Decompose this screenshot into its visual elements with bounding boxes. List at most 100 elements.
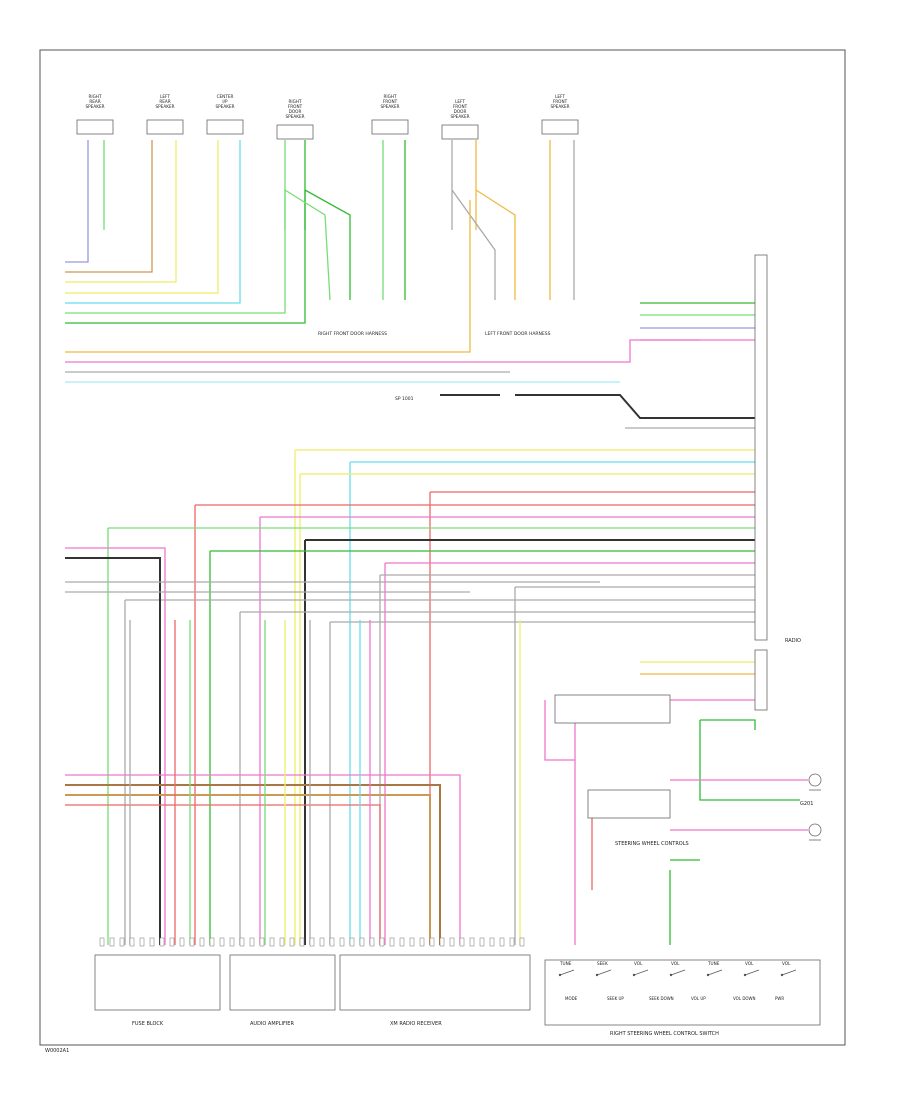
- terminal-pin: [459, 937, 465, 947]
- switch-label: SEEK: [597, 961, 608, 966]
- radio-label: RADIO: [785, 638, 801, 644]
- terminal-pin: [349, 937, 355, 947]
- terminal-pin: [429, 937, 435, 947]
- switch-function-label: VOL DOWN: [733, 996, 756, 1001]
- switch-label: VOL: [634, 961, 643, 966]
- steering-control-module: [554, 694, 671, 724]
- terminal-pin: [469, 937, 475, 947]
- steering-switch-1: SEEK: [595, 961, 612, 977]
- wire-light-blue: [65, 230, 241, 304]
- terminal-pin: [439, 937, 445, 947]
- ground-label: G201: [800, 801, 813, 807]
- terminal-pin: [159, 937, 165, 947]
- terminal-pin: [169, 937, 175, 947]
- terminal-pin: [239, 937, 245, 947]
- terminal-pin: [129, 937, 135, 947]
- switch-contact: [707, 969, 723, 976]
- terminal-pin: [259, 937, 265, 947]
- terminal-pin: [269, 937, 275, 947]
- terminal-pin: [389, 937, 395, 947]
- speaker-label-line: REAR: [159, 99, 170, 104]
- terminal-pin: [179, 937, 185, 947]
- terminal-pin: [369, 937, 375, 947]
- switch-pivot: [558, 973, 562, 977]
- terminal-pin: [479, 937, 485, 947]
- terminal-pin: [399, 937, 405, 947]
- terminal-pin: [299, 937, 305, 947]
- switch-contact: [559, 969, 575, 976]
- switch-pivot: [780, 973, 784, 977]
- speaker-label-line: I/P: [222, 99, 228, 104]
- switch-label: TUNE: [559, 961, 572, 966]
- terminal-pin: [229, 937, 235, 947]
- wire-bus-brown: [65, 784, 441, 945]
- wire-bus-pink: [65, 774, 461, 945]
- wire-left-black: [65, 557, 161, 945]
- speaker-label-line: CENTER: [217, 94, 234, 99]
- speaker-label-line: LEFT: [555, 94, 565, 99]
- terminal-pin: [189, 937, 195, 947]
- terminal-pin: [489, 937, 495, 947]
- terminal-pin: [209, 937, 215, 947]
- switch-label: TUNE: [707, 961, 720, 966]
- steering-switch-4: TUNE: [706, 961, 723, 977]
- xm-receiver-box: [339, 954, 531, 1011]
- speaker-label-line: FRONT: [383, 99, 398, 104]
- speaker-label-line: SPEAKER: [286, 114, 305, 119]
- speaker-label-line: FRONT: [453, 104, 468, 109]
- wire-yellow: [65, 230, 177, 283]
- wire-black-run: [515, 394, 755, 419]
- speaker-label-line: SPEAKER: [156, 104, 175, 109]
- terminal-pin: [289, 937, 295, 947]
- speaker-label-line: LEFT: [455, 99, 465, 104]
- speaker-label-line: SPEAKER: [551, 104, 570, 109]
- speaker-label-line: SPEAKER: [381, 104, 400, 109]
- speaker-body: [146, 119, 184, 135]
- speaker-body: [76, 119, 114, 135]
- wire-pink-run: [65, 339, 700, 363]
- wire-left-pink: [65, 547, 166, 945]
- terminal-pin: [329, 937, 335, 947]
- fuse-block-box: [94, 954, 221, 1011]
- switch-pivot: [669, 973, 673, 977]
- terminal-pin: [249, 937, 255, 947]
- terminal-pin: [149, 937, 155, 947]
- speaker-body: [206, 119, 244, 135]
- speaker-label-line: SPEAKER: [216, 104, 235, 109]
- speaker-label-line: RIGHT: [383, 94, 397, 99]
- right-front-door-harness-note: RIGHT FRONT DOOR HARNESS: [318, 331, 387, 337]
- switch-label: VOL: [782, 961, 791, 966]
- speaker-label-line: DOOR: [454, 109, 467, 114]
- left-front-door-harness-note: LEFT FRONT DOOR HARNESS: [485, 331, 551, 337]
- speaker-label-line: SPEAKER: [451, 114, 470, 119]
- speaker-label-line: FRONT: [288, 104, 303, 109]
- switch-contact: [596, 969, 612, 976]
- terminal-pin: [109, 937, 115, 947]
- terminal-pin: [119, 937, 125, 947]
- speaker-body: [541, 119, 579, 135]
- terminal-pin: [449, 937, 455, 947]
- steering-switch-box: [544, 959, 821, 1026]
- switch-pivot: [595, 973, 599, 977]
- wire-bus-tan: [65, 794, 431, 945]
- wire-steer-pink: [544, 700, 575, 761]
- steering-note-label: STEERING WHEEL CONTROLS: [615, 841, 689, 847]
- wire-steer-green: [700, 719, 756, 730]
- radio-connector-block-lower: [754, 649, 768, 711]
- switch-function-label: SEEK UP: [607, 996, 624, 1001]
- steering-switch-label: RIGHT STEERING WHEEL CONTROL SWITCH: [610, 1031, 719, 1037]
- steering-switch-6: VOL: [780, 961, 797, 977]
- switch-pivot: [632, 973, 636, 977]
- wire-bus-red: [65, 804, 381, 945]
- speaker-body: [441, 124, 479, 140]
- terminal-pin: [219, 937, 225, 947]
